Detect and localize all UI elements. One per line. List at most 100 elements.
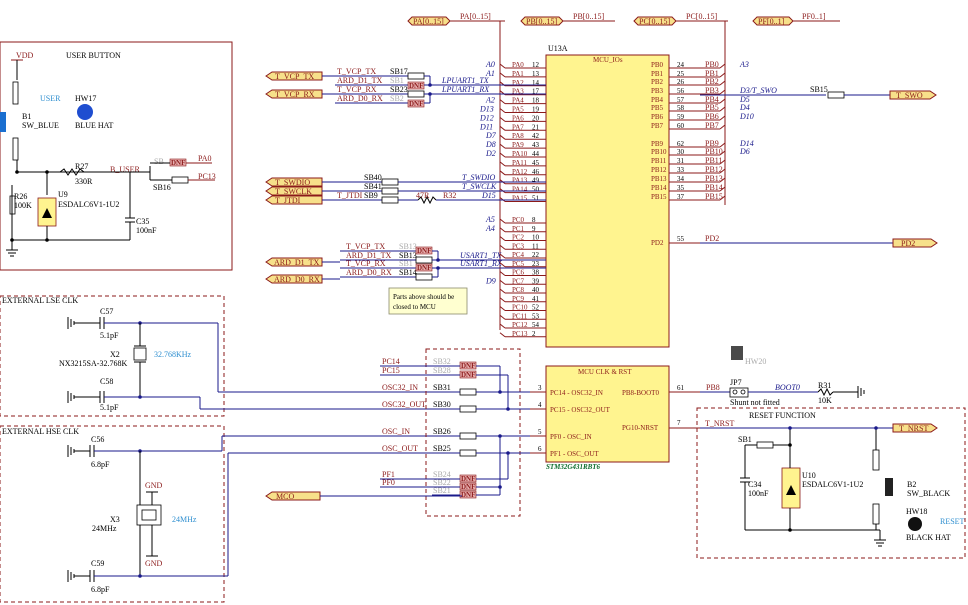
clk-mux-net: PC15 xyxy=(382,366,400,375)
right-pin-name: PB4 xyxy=(651,96,664,104)
sb-dnf: DNF xyxy=(171,159,185,167)
jp7-note: Shunt not fitted xyxy=(730,398,780,407)
right-pin-net: PB12 xyxy=(705,165,723,174)
left-pin-num: 23 xyxy=(532,260,540,268)
left-pin-num: 43 xyxy=(532,141,540,149)
right-pin-num: 58 xyxy=(677,104,685,112)
gnd-bottom-label: GND xyxy=(145,559,163,568)
right-pin-name: PB3 xyxy=(651,87,664,95)
right-pin-net: PB2 xyxy=(705,77,719,86)
right-pin-net: PB1 xyxy=(705,69,719,78)
c56-value: 6.8pF xyxy=(91,460,110,469)
clk-mux-sb: SB26 xyxy=(433,427,451,436)
lse-freq: 32.768KHz xyxy=(154,350,192,359)
usart-sb-0: SB13 xyxy=(399,242,417,251)
user-button-frame xyxy=(0,41,233,271)
right-pin-num: 25 xyxy=(677,70,685,78)
bus-port-pb-label: PB[0..15] xyxy=(526,17,557,26)
clk-mux-net: OSC32_OUT xyxy=(382,400,426,409)
bus-port-pf-label: PF[0..1] xyxy=(758,17,785,26)
clk-mux-dnf: DNF xyxy=(461,371,475,379)
left-pin-signal: A2 xyxy=(485,96,495,105)
rst-pin-num: 7 xyxy=(677,419,681,427)
mcu-io-title: MCU_IOs xyxy=(593,56,623,64)
lpuart-tx-signal: LPUART1_TX xyxy=(441,76,490,85)
lpuart-rx-signal: LPUART1_RX xyxy=(441,85,490,94)
left-pin-signal: D2 xyxy=(485,149,496,158)
left-pin-num: 9 xyxy=(532,225,536,233)
left-pin-num: 12 xyxy=(532,61,540,69)
r27-value: 330R xyxy=(75,177,93,186)
sw-blue-label: SW_BLUE xyxy=(22,121,59,130)
usart-rx-signal: USART1_RX xyxy=(460,259,503,268)
port-t-nrst xyxy=(892,423,938,433)
right-pin-name: PB14 xyxy=(651,184,667,192)
left-pin-signal: D9 xyxy=(485,276,496,285)
left-pin-name: PA11 xyxy=(512,159,528,167)
sb15-label: SB15 xyxy=(810,85,828,94)
usart-sb-3: SB14 xyxy=(399,268,417,277)
clk-mux-sb: SB32 xyxy=(433,357,451,366)
usart-tx-signal: USART1_TX xyxy=(460,251,502,260)
clk-mux-row: OSC_IN SB26 xyxy=(382,427,478,440)
left-pin-name: PC7 xyxy=(512,277,525,285)
clk-pin-osc32out: PC15 - OSC32_OUT xyxy=(550,406,611,414)
b1-label: B1 xyxy=(22,112,31,121)
clk-pin-oscin-num: 5 xyxy=(538,428,542,436)
left-pin-num: 41 xyxy=(532,295,540,303)
mcu-clk-block: MCU CLK & RST STM32G431RBT6 PC14 - OSC32… xyxy=(530,365,700,471)
left-pin-signal: A1 xyxy=(485,69,495,78)
swd-sb-1: SB41 xyxy=(364,182,382,191)
rst-pin-name: PG10-NRST xyxy=(622,424,659,432)
swd-sb-0: SB40 xyxy=(364,173,382,182)
c59-label: C59 xyxy=(91,559,104,568)
boot-pin-num: 61 xyxy=(677,384,685,392)
clk-mux-net: OSC_IN xyxy=(382,427,410,436)
right-pin-net: PB13 xyxy=(705,174,723,183)
right-pin-num: 30 xyxy=(677,148,685,156)
right-pin-signal: D10 xyxy=(739,112,754,121)
blue-hat-icon xyxy=(77,104,93,120)
swd-block: T_SWDIO T_SWCLK T_JTDI T_JTDI SB40 SB41 … xyxy=(265,173,546,205)
right-pin-name: PB6 xyxy=(651,113,664,121)
c35-label: C35 xyxy=(136,217,149,226)
clk-mux-net: PF0 xyxy=(382,478,395,487)
usart-net-3: ARD_D0_RX xyxy=(346,268,392,277)
boot-block: PB8 HW20 JP7 Shunt not fitted BOOT0 R31 … xyxy=(700,346,865,407)
b-user-label: B_USER xyxy=(110,165,140,174)
right-pin-num: 34 xyxy=(677,175,685,183)
left-pin-num: 51 xyxy=(532,195,540,203)
lpuart-sb-3: SB2 xyxy=(390,94,404,103)
left-pin-signal: D8 xyxy=(485,140,496,149)
right-pin-net: PB10 xyxy=(705,147,723,156)
r31-value: 10K xyxy=(818,396,832,405)
c58-value: 5.1pF xyxy=(100,403,119,412)
left-pin-num: 14 xyxy=(532,79,540,87)
pd2-pin-num: 55 xyxy=(677,235,685,243)
port-t-vcp-rx-label: T_VCP_RX xyxy=(275,90,315,99)
lpuart-net-3: ARD_D0_RX xyxy=(337,94,383,103)
right-pin-name: PB9 xyxy=(651,140,664,148)
boot0-signal: BOOT0 xyxy=(775,383,800,392)
jp7-label: JP7 xyxy=(730,378,742,387)
clk-mux-sb: SB28 xyxy=(433,366,451,375)
left-pin-name: PC12 xyxy=(512,321,528,329)
left-pin-signal: D7 xyxy=(485,131,497,140)
clk-pin-osc32in-num: 3 xyxy=(538,384,542,392)
right-pin-num: 57 xyxy=(677,96,685,104)
